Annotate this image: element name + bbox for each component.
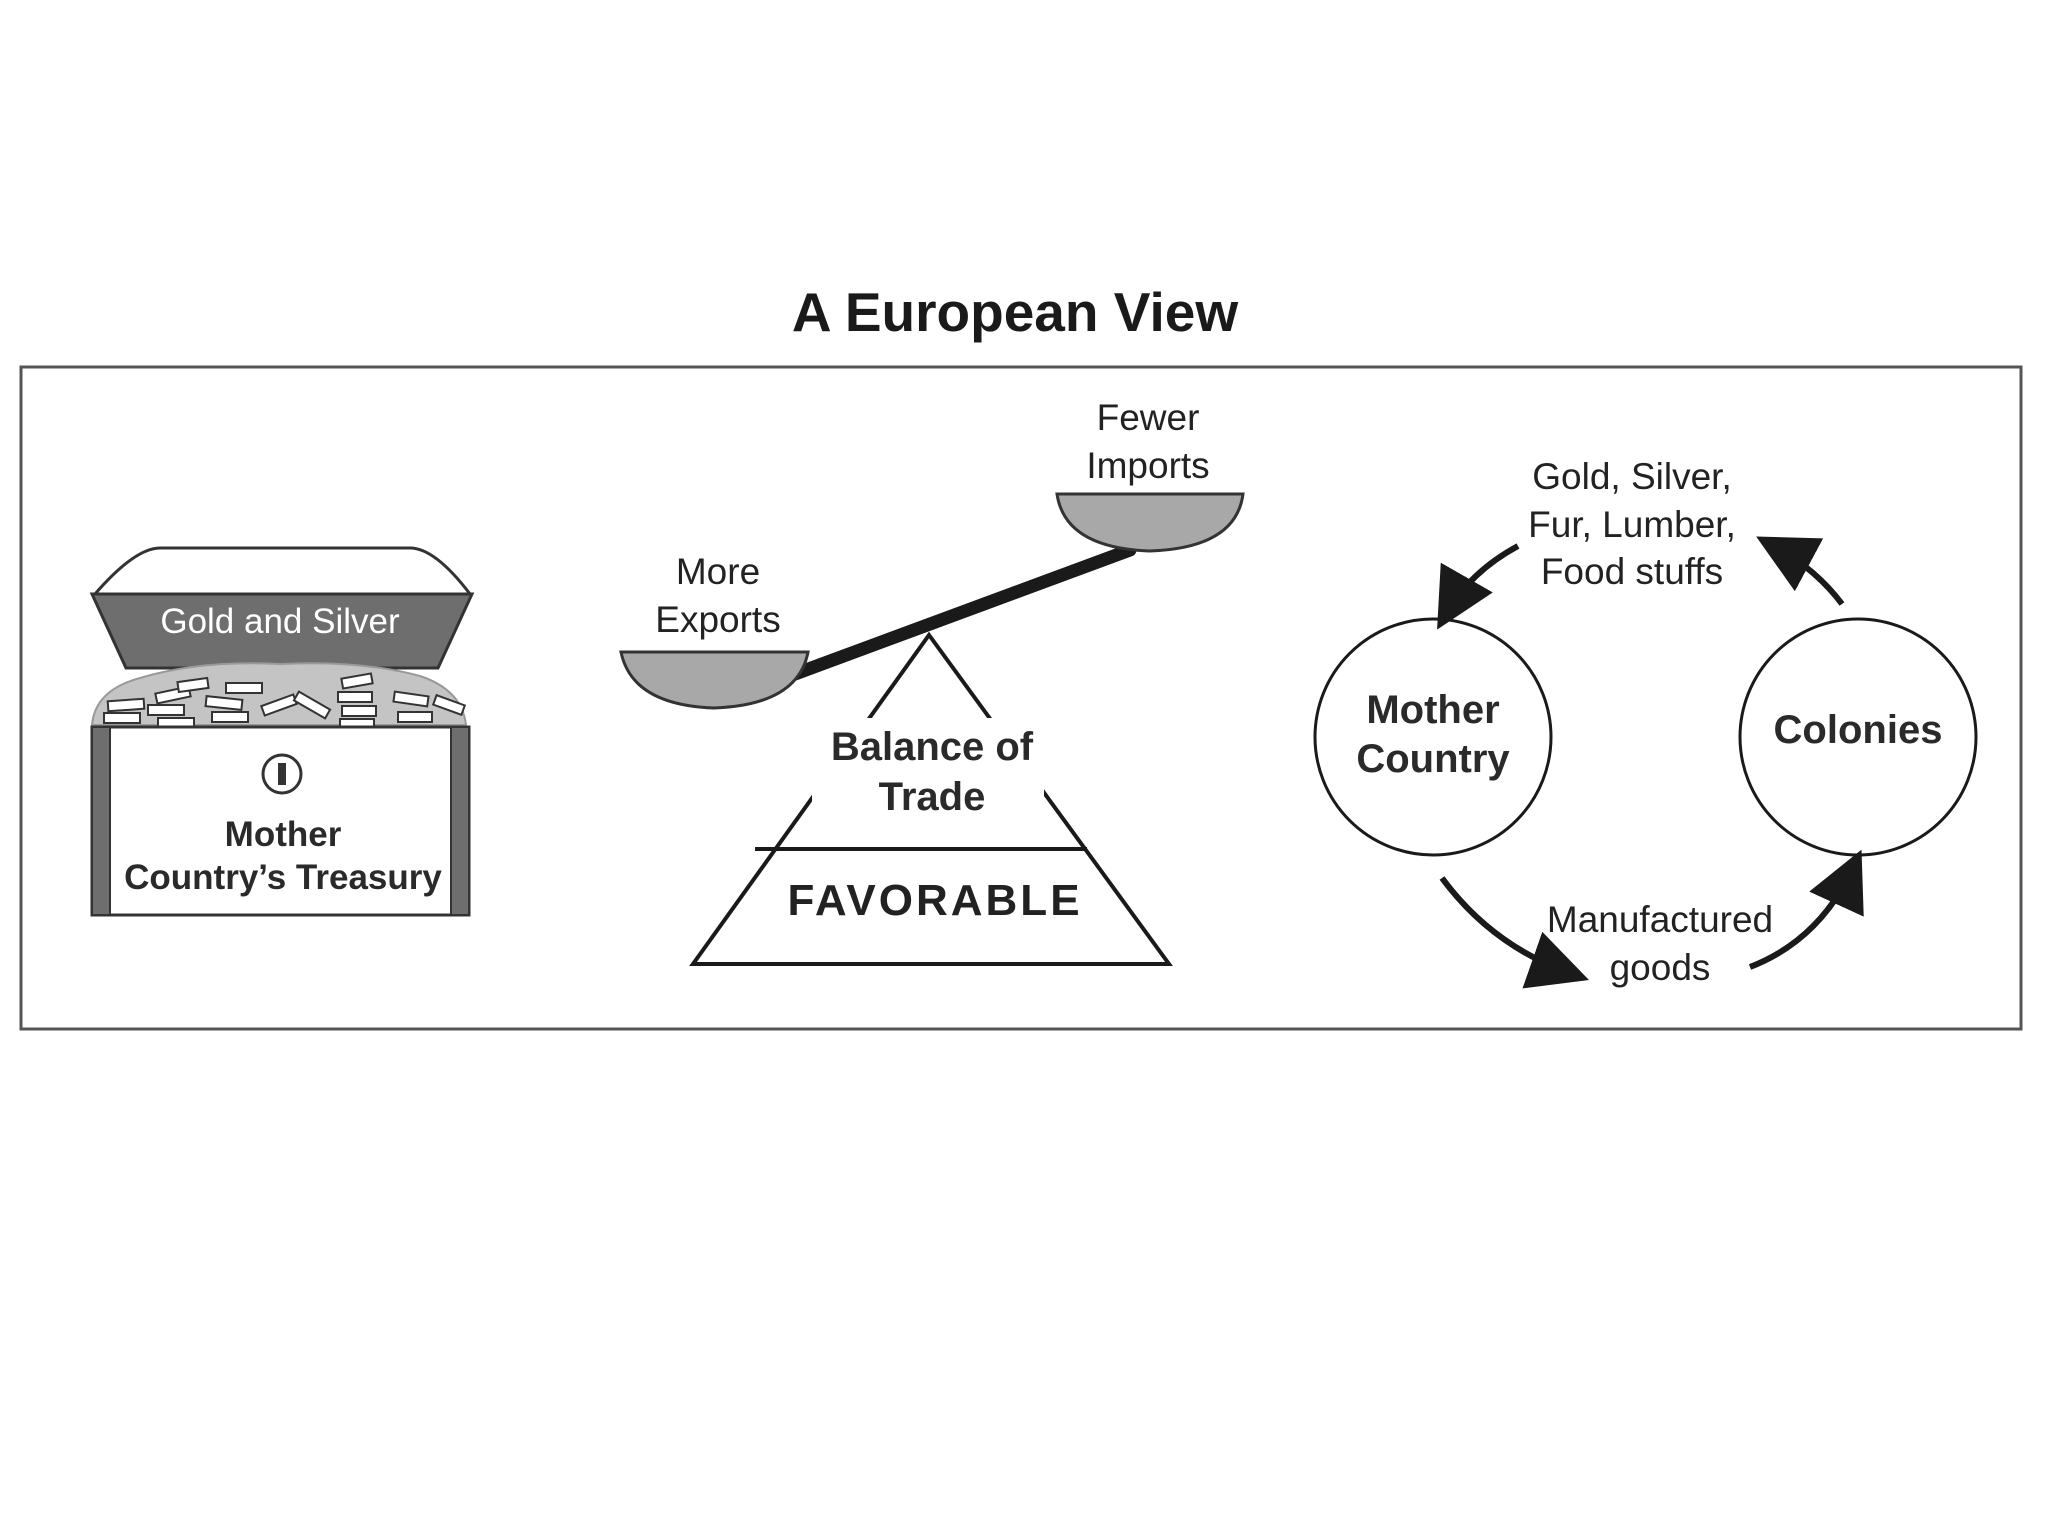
raw-materials-line1: Gold, Silver,: [1532, 456, 1731, 497]
fulcrum-label-line1: Balance of: [831, 725, 1034, 769]
mother-country-label-line1: Mother: [1366, 688, 1499, 732]
raw-materials-line3: Food stuffs: [1541, 551, 1723, 592]
chest-lid-band: [89, 592, 475, 670]
fulcrum-label-line2: Trade: [879, 775, 986, 819]
colonies-label: Colonies: [1774, 708, 1943, 752]
mother-country-label-line2: Country: [1356, 737, 1510, 781]
keyhole-icon: [261, 753, 303, 795]
manufactured-goods-line2: goods: [1610, 947, 1711, 988]
right-pan: [1055, 492, 1245, 553]
manufactured-goods-line1: Manufactured: [1547, 899, 1773, 940]
left-pan-label-line2: Exports: [655, 599, 780, 640]
raw-materials-line2: Fur, Lumber,: [1528, 504, 1736, 545]
raw-materials-arrow-right: [1756, 536, 1845, 606]
right-pan-label-line2: Imports: [1086, 445, 1209, 486]
diagram-title: A European View: [792, 281, 1238, 343]
right-pan-label-line1: Fewer: [1097, 397, 1200, 438]
chest-label: Gold and Silver: [160, 602, 400, 641]
left-pan: [619, 650, 810, 710]
treasury-caption-line1: Mother: [225, 815, 342, 854]
scale-beam: [788, 543, 1137, 681]
goods-arrow-right: [1748, 849, 1864, 970]
mother-country-circle: [1313, 617, 1553, 857]
goods-arrow-left: [1439, 876, 1589, 989]
trade-cycle: Mother Country Colonies Gold, Silver, Fu…: [1313, 456, 1978, 989]
chest-lid-top: [91, 546, 474, 596]
left-pan-label-line1: More: [676, 551, 760, 592]
treasury-caption-line2: Country’s Treasury: [124, 858, 442, 897]
treasury-chest: Gold and Silver: [89, 546, 475, 917]
favorable-label: FAVORABLE: [787, 876, 1082, 925]
raw-materials-arrow-left: [1437, 543, 1520, 630]
chest-post-left: [91, 726, 111, 916]
balance-scale: More Exports Fewer Imports Balance of Tr…: [619, 397, 1245, 966]
gold-bars: [103, 672, 467, 730]
chest-post-right: [450, 726, 470, 916]
